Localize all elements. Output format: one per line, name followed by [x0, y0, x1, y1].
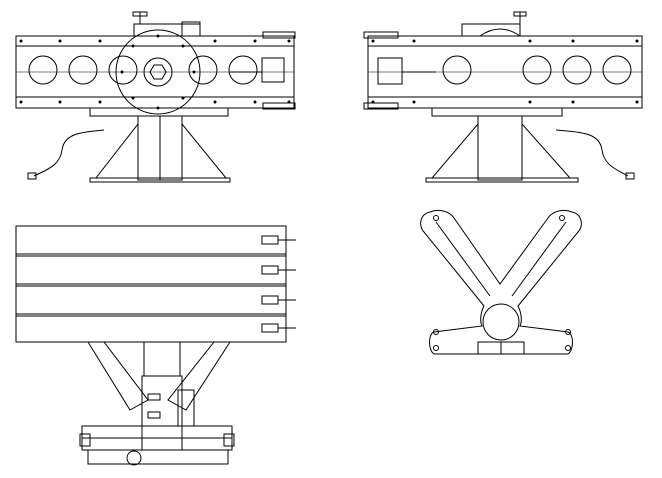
front-end-pin-bottom — [263, 103, 295, 109]
rear-end-pin-top — [364, 32, 398, 38]
rear-gusset-right — [522, 124, 570, 178]
yoke-hub-ring — [483, 304, 519, 340]
yoke-inner-right — [512, 222, 566, 296]
front-right-plate — [262, 58, 284, 82]
top-beam-slat-1 — [16, 226, 286, 254]
front-cable-loop — [34, 130, 104, 176]
lamp-window — [69, 56, 97, 84]
top-foot-knob — [127, 451, 141, 465]
rear-left-plate — [378, 58, 402, 84]
lamp-window — [229, 56, 257, 84]
rear-end-pin-bottom — [364, 103, 398, 109]
rear-valve-handle — [514, 12, 526, 16]
front-beam-bolts — [19, 39, 291, 104]
lamp-window — [563, 56, 591, 84]
front-base-plate — [90, 178, 230, 182]
top-valve-handle — [133, 12, 147, 16]
hub-flange — [116, 30, 200, 114]
yoke-bolt-right-top — [560, 216, 565, 221]
front-mount-plate — [90, 108, 228, 116]
top-foot-right — [224, 434, 234, 446]
yoke-bolt-base-left — [434, 330, 439, 335]
lamp-window — [29, 56, 57, 84]
front-view — [16, 12, 295, 182]
front-gusset-left — [96, 124, 138, 178]
rear-beam-bolts — [371, 39, 639, 104]
top-foot-left — [80, 434, 90, 446]
top-clamp-slot-2 — [148, 412, 160, 418]
rear-column — [478, 116, 522, 180]
top-beam-slat-4 — [16, 316, 286, 342]
front-end-pin-top — [263, 32, 295, 38]
hub-bolts — [120, 34, 196, 110]
rear-hub-arc — [480, 29, 520, 36]
rear-cable-loop — [556, 130, 628, 176]
rear-top-cylinder — [462, 24, 520, 36]
top-end-pins — [262, 236, 296, 332]
yoke-bolt-base-right — [566, 330, 571, 335]
yoke-outline — [421, 210, 582, 354]
side-view — [421, 210, 582, 354]
rear-base-plate — [426, 178, 578, 182]
lamp-window — [603, 56, 631, 84]
top-cylinder — [134, 24, 200, 36]
front-cable-plug — [28, 173, 36, 179]
yoke-inner-left — [436, 222, 490, 296]
lamp-window — [189, 56, 217, 84]
hub-hex-nut — [150, 65, 166, 79]
yoke-bolt-foot-right — [566, 346, 571, 351]
lamp-window — [523, 56, 551, 84]
yoke-bolt-foot-left — [434, 346, 439, 351]
top-clamp-slot-1 — [148, 394, 160, 400]
top-side-box — [178, 390, 194, 426]
front-gusset-right — [182, 124, 226, 178]
lamp-window — [109, 56, 137, 84]
top-bracket — [182, 22, 200, 36]
top-arm-left — [88, 342, 148, 410]
rear-lamp-windows — [443, 56, 631, 84]
rear-view — [364, 12, 642, 182]
rear-mount-plate — [432, 108, 562, 116]
top-column — [144, 342, 180, 376]
top-arm-right — [168, 342, 230, 410]
top-view — [16, 226, 296, 465]
top-beam-slat-2 — [16, 256, 286, 284]
rear-cable-plug — [626, 173, 634, 179]
lamp-window — [443, 56, 471, 84]
hub-inner-ring — [144, 58, 172, 86]
front-lamp-windows — [29, 56, 257, 84]
rear-gusset-left — [432, 124, 478, 178]
yoke-bolt-left-top — [434, 216, 439, 221]
top-beam-slat-3 — [16, 286, 286, 314]
top-foot-bar — [88, 450, 228, 464]
